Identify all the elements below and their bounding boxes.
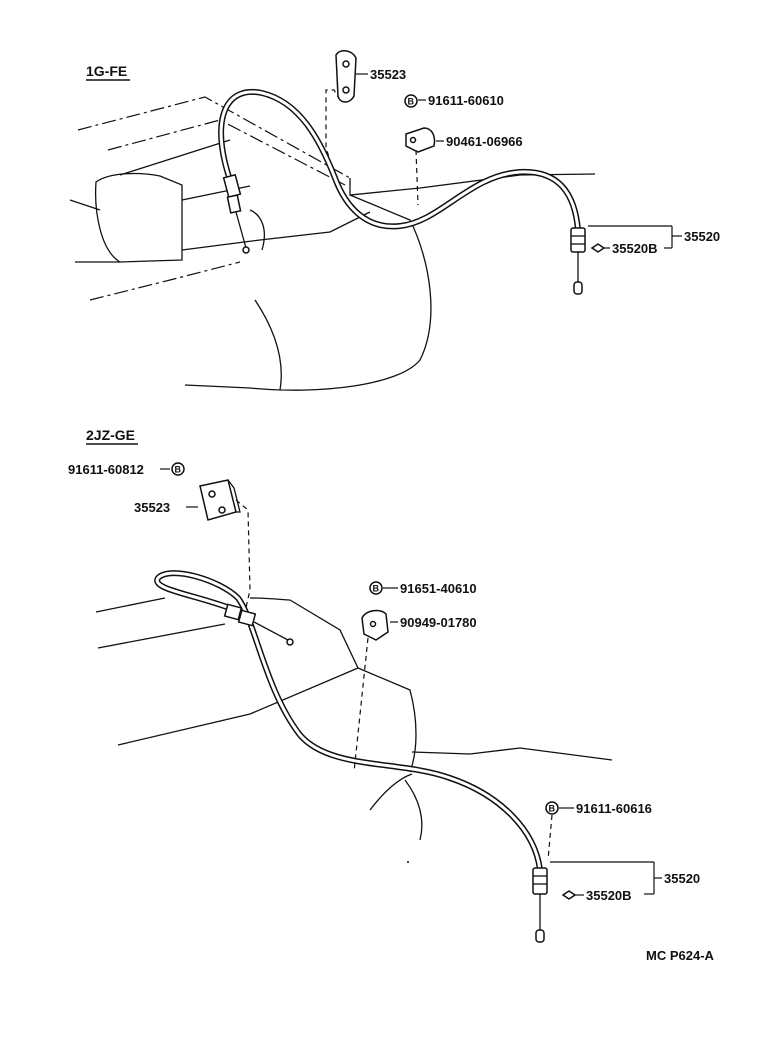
svg-text:B: B — [408, 97, 415, 107]
label-35520: 35520 — [664, 871, 700, 886]
figure-code: MC P624-A — [646, 948, 715, 963]
section-1g-fe: 1G-FE — [69, 50, 720, 391]
engine-outline-2 — [95, 597, 613, 863]
bolt-symbol-icon: B — [404, 94, 418, 108]
bolt-symbol-icon: B — [369, 581, 383, 595]
callout-35520-2 — [550, 861, 662, 900]
label-91611-60812: 91611-60812 — [68, 462, 144, 477]
leader-clamp-dash — [353, 637, 369, 773]
label-35523: 35523 — [370, 67, 406, 82]
bolt-symbol-icon: B — [171, 462, 185, 476]
clamp-part-2 — [361, 609, 389, 641]
section-2jz-ge: 2JZ-GE — [68, 427, 700, 943]
svg-text:B: B — [175, 465, 182, 475]
engine-title-2jz-ge: 2JZ-GE — [86, 427, 135, 443]
leader-bracket — [235, 499, 251, 613]
label-90949-01780: 90949-01780 — [400, 615, 477, 630]
throttle-cable-2 — [154, 570, 548, 943]
svg-text:B: B — [373, 584, 380, 594]
label-35520: 35520 — [684, 229, 720, 244]
throttle-cable-1 — [218, 88, 586, 295]
leader-bracket — [325, 89, 341, 161]
label-91651-40610: 91651-40610 — [400, 581, 477, 596]
label-35520B: 35520B — [612, 241, 658, 256]
leader-clamp-dash — [415, 149, 419, 206]
leader-cable-bolt-dash — [547, 814, 553, 861]
label-35523: 35523 — [134, 500, 170, 515]
label-91611-60610: 91611-60610 — [428, 93, 504, 108]
callout-35520-1 — [588, 225, 682, 253]
svg-text:B: B — [549, 804, 556, 814]
bracket-35523-part — [199, 479, 241, 521]
label-35520B: 35520B — [586, 888, 632, 903]
bracket-35523-part — [335, 50, 357, 103]
clamp-part-1 — [405, 127, 436, 153]
label-90461-06966: 90461-06966 — [446, 134, 523, 149]
label-91611-60616: 91611-60616 — [576, 801, 652, 816]
bolt-symbol-icon: B — [545, 801, 559, 815]
engine-title-1g-fe: 1G-FE — [86, 63, 127, 79]
